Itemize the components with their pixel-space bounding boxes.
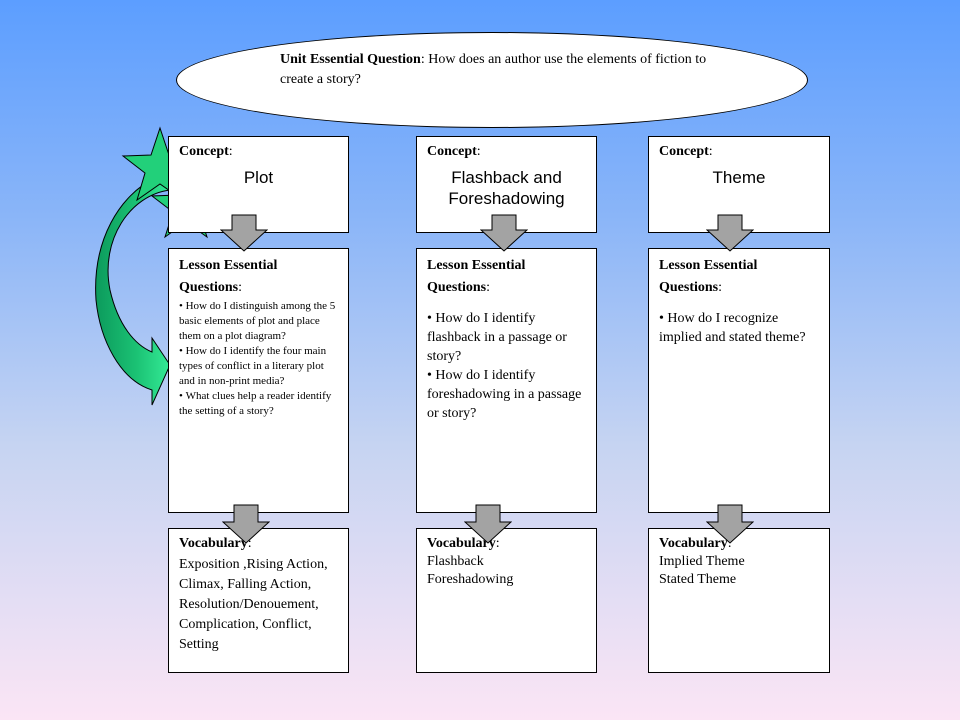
lesson-box-flashback: Lesson Essential Questions: •How do I id… <box>416 248 597 513</box>
down-arrow-icon <box>222 504 270 544</box>
lesson-question: •How do I recognize implied and stated t… <box>659 311 806 345</box>
lesson-box-plot: Lesson Essential Questions: •How do I di… <box>168 248 349 513</box>
down-arrow-icon <box>480 214 528 252</box>
down-arrow-icon <box>706 504 754 544</box>
concept-value: Plot <box>243 168 274 187</box>
vocab-box-plot: Vocabulary: Exposition ,Rising Action, C… <box>168 528 349 673</box>
lesson-label: Lesson Essential Questions <box>659 258 758 295</box>
vocab-list: Exposition ,Rising Action, Climax, Falli… <box>179 557 328 652</box>
concept-value: Theme <box>712 168 766 187</box>
vocab-box-theme: Vocabulary: Implied Theme Stated Theme <box>648 528 830 673</box>
curved-arrow-icon <box>95 177 172 406</box>
concept-value: Flashback and Foreshadowing <box>448 168 565 208</box>
unit-question: Unit Essential Question: How does an aut… <box>280 52 707 87</box>
vocab-item: Foreshadowing <box>427 572 514 587</box>
lesson-box-theme: Lesson Essential Questions: •How do I re… <box>648 248 830 513</box>
lesson-question: •How do I identify flashback in a passag… <box>427 311 567 364</box>
vocab-label: Vocabulary <box>659 536 728 551</box>
vocab-label: Vocabulary <box>427 536 496 551</box>
concept-box-plot: Concept: Plot <box>168 136 349 233</box>
vocab-item: Stated Theme <box>659 572 737 587</box>
down-arrow-icon <box>706 214 754 252</box>
lesson-label: Lesson Essential Questions <box>179 258 278 295</box>
down-arrow-icon <box>464 504 512 544</box>
lesson-label: Lesson Essential Questions <box>427 258 526 295</box>
vocab-item: Implied Theme <box>659 554 745 569</box>
vocab-label: Vocabulary <box>179 536 248 551</box>
down-arrow-icon <box>220 214 268 252</box>
concept-label: Concept <box>427 144 477 159</box>
unit-question-label: Unit Essential Question <box>280 52 421 67</box>
unit-question-oval <box>176 32 808 128</box>
lesson-question: •How do I distinguish among the 5 basic … <box>179 300 336 342</box>
lesson-question: •How do I identify foreshadowing in a pa… <box>427 368 582 421</box>
lesson-question: •How do I identify the four main types o… <box>179 345 327 387</box>
vocab-box-flashback: Vocabulary: Flashback Foreshadowing <box>416 528 597 673</box>
vocab-item: Flashback <box>427 554 484 569</box>
lesson-question: •What clues help a reader identify the s… <box>179 390 332 417</box>
concept-label: Concept <box>179 144 229 159</box>
concept-label: Concept <box>659 144 709 159</box>
unit-question-text: How does an author use the elements of f… <box>280 52 707 87</box>
